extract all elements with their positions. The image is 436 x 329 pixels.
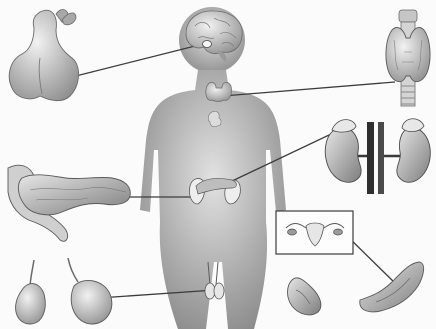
human-body-silhouette (140, 7, 286, 329)
pancreas-icon (8, 165, 130, 241)
kidneys-adrenal-icon (325, 119, 430, 194)
ovary-icon (288, 262, 424, 315)
pituitary-gland-icon (9, 10, 78, 101)
thyroid-gland-icon (386, 10, 430, 106)
pituitary-marker-icon (203, 41, 212, 48)
ovaries-uterus-icon (276, 211, 353, 254)
connector-pituitary (60, 43, 207, 80)
testes-icon (16, 258, 112, 324)
connector-thyroid (223, 82, 395, 96)
